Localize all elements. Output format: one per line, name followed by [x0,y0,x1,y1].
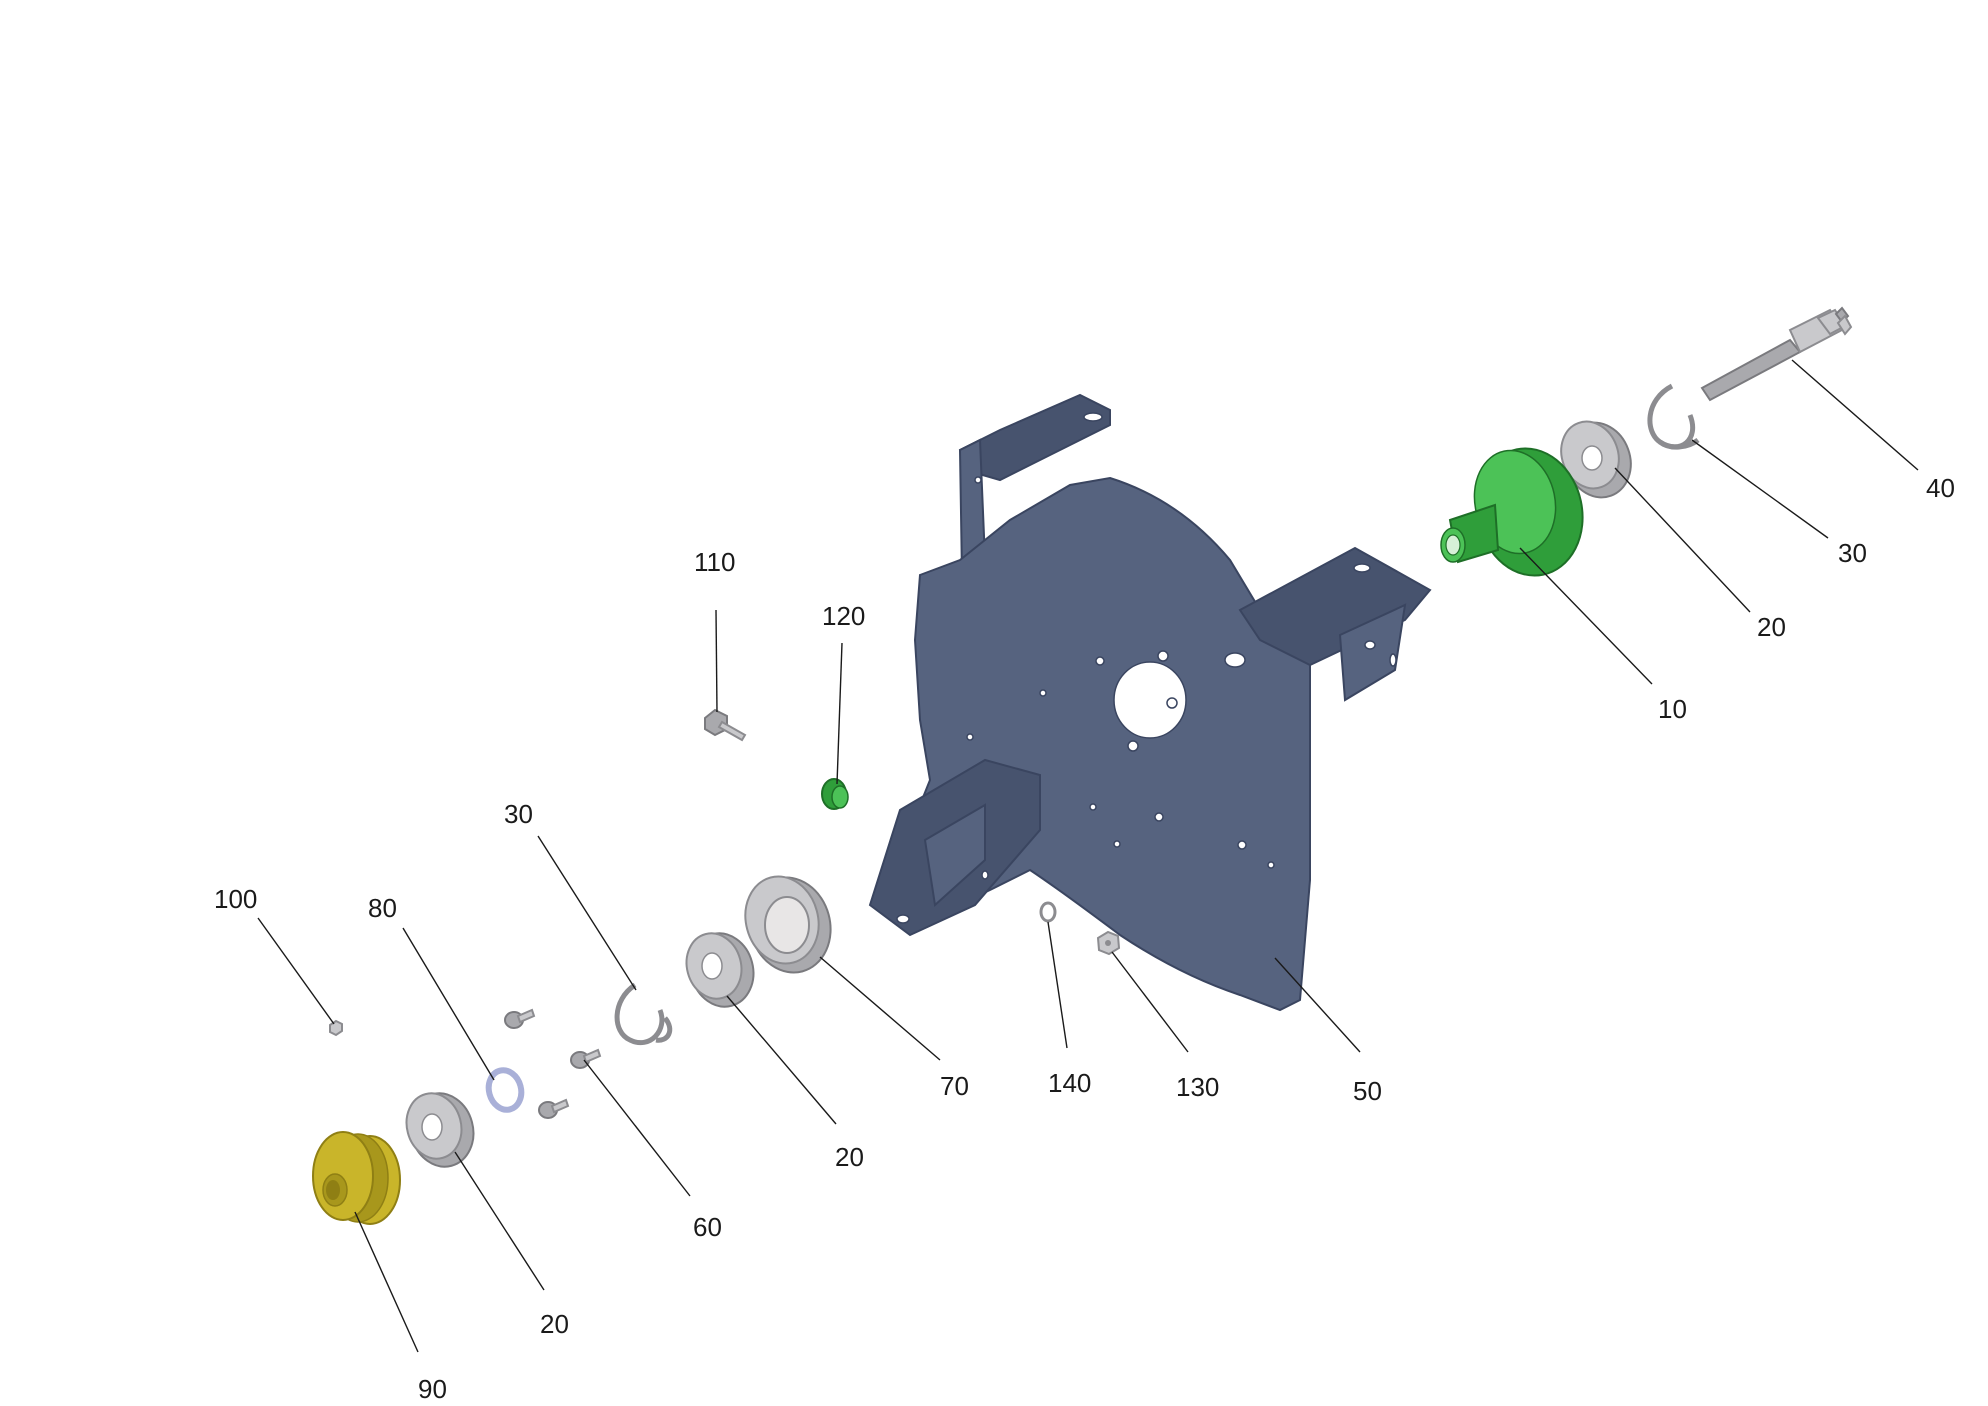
callout-50: 50 [1353,1076,1382,1106]
callout-80: 80 [368,893,397,923]
callout-70: 70 [940,1071,969,1101]
nut-part-130 [1096,930,1121,956]
leader-100 [257,917,335,1025]
leader-30-upper [1691,439,1829,539]
callout-10: 10 [1658,694,1687,724]
leader-110 [715,609,718,713]
spacer-part-20-lower [405,1092,475,1168]
callout-120: 120 [822,601,865,631]
shaft-part-40 [1700,306,1853,402]
leader-lines [257,359,1919,1353]
callout-140: 140 [1048,1068,1091,1098]
retaining-ring-part-30-upper [1647,383,1700,450]
callout-40: 40 [1926,473,1955,503]
pulley-part-90 [312,1131,401,1225]
ring-part-80 [485,1067,525,1113]
leader-140 [1047,921,1068,1049]
leader-20-upper [1614,467,1751,613]
callout-20-lower: 20 [540,1309,569,1339]
callout-20-upper: 20 [1757,612,1786,642]
leader-130 [1111,951,1189,1053]
hub-part-10 [1440,447,1584,577]
screw-part-60-c [538,1098,570,1119]
bolt-part-110 [704,708,747,742]
leader-20-middle [726,995,837,1125]
leader-80 [402,927,495,1081]
leader-60 [583,1059,691,1197]
callout-110: 110 [694,547,735,577]
washer-part-140 [1039,901,1057,923]
leader-90 [354,1211,419,1353]
callout-30-upper: 30 [1838,538,1867,568]
callout-130: 130 [1176,1072,1219,1102]
mounting-bracket-part-50 [868,393,1432,1012]
callout-labels: 40 30 20 10 110 120 30 100 80 70 140 130… [214,473,1955,1404]
leader-50 [1274,957,1361,1053]
callout-20-middle: 20 [835,1142,864,1172]
leader-30-lower [537,835,637,991]
leader-10 [1519,547,1653,685]
callout-30-lower: 30 [504,799,533,829]
callout-60: 60 [693,1212,722,1242]
flanged-bushing-part-70 [744,875,832,974]
leader-20-lower [454,1151,545,1291]
callout-100: 100 [214,884,257,914]
callout-90: 90 [418,1374,447,1404]
leader-120 [836,642,843,785]
screw-part-60-b [570,1048,602,1069]
screw-part-60-a [504,1008,536,1029]
leader-40 [1791,359,1919,471]
leader-70 [819,956,941,1061]
retaining-ring-part-30-lower [614,982,673,1046]
nut-part-100 [329,1019,343,1037]
spacer-part-20-middle [685,932,755,1008]
plug-part-120 [821,778,849,810]
